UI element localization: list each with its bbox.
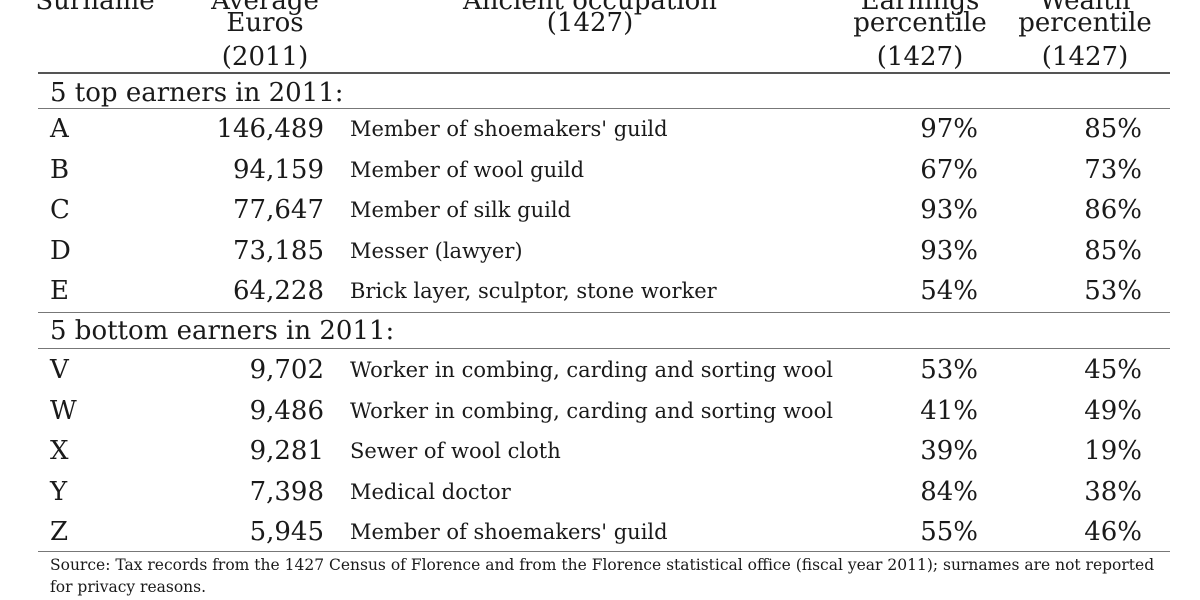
average-euros: 9,281 <box>249 436 324 466</box>
table-row: V 9,702 Worker in combing, carding and sor… <box>0 350 1200 390</box>
row-id: Z <box>50 517 69 547</box>
table-row: Z 5,945 Member of shoemakers' guild 55% 46% <box>0 512 1200 552</box>
header-wealth-line3: (1427) <box>1041 42 1129 72</box>
table-row: X 9,281 Sewer of wool cloth 39% 19% <box>0 431 1200 471</box>
section-title-bottom: 5 bottom earners in 2011: <box>50 316 395 346</box>
row-id: B <box>50 154 70 185</box>
row-id: W <box>50 395 77 426</box>
row-id: E <box>50 276 69 306</box>
header-earnings-line3: (1427) <box>876 42 964 72</box>
average-euros: 64,228 <box>233 276 324 306</box>
average-euros: 73,185 <box>233 235 324 266</box>
average-euros: 146,489 <box>216 114 324 144</box>
occupation: Worker in combing, carding and sorting w… <box>350 358 833 382</box>
section-rule-middle <box>38 312 1170 313</box>
earnings-percentile: 93% <box>920 235 978 266</box>
section-rule-top <box>38 108 1170 109</box>
row-id: V <box>50 355 69 385</box>
table-row: E 64,228 Brick layer, sculptor, stone work… <box>0 271 1200 311</box>
earnings-percentile: 54% <box>920 276 978 306</box>
table-row: B 94,159 Member of wool guild 67% 73% <box>0 150 1200 190</box>
header-rule <box>38 72 1170 74</box>
row-id: A <box>50 114 69 144</box>
table-row: A 146,489 Member of shoemakers' guild 97% 85… <box>0 109 1200 149</box>
average-euros: 9,486 <box>249 395 324 426</box>
wealth-percentile: 45% <box>1084 355 1142 385</box>
occupation: Member of shoemakers' guild <box>350 520 668 544</box>
earnings-percentile: 55% <box>920 517 978 547</box>
earnings-percentile: 67% <box>920 154 978 185</box>
table-bottom-rule <box>38 551 1170 552</box>
wealth-percentile: 19% <box>1084 436 1142 466</box>
wealth-percentile: 53% <box>1084 276 1142 306</box>
row-id: Y <box>50 476 68 507</box>
header-earnings-line2: percentile <box>853 8 987 38</box>
header-euros-line1: Average <box>211 0 319 16</box>
wealth-percentile: 38% <box>1084 476 1142 507</box>
header-wealth-line1: Wealth <box>1039 0 1131 16</box>
wealth-percentile: 46% <box>1084 517 1142 547</box>
row-id: X <box>50 436 69 466</box>
header-occupation-line1: Ancient occupation <box>462 0 718 16</box>
occupation: Medical doctor <box>350 479 511 504</box>
wealth-percentile: 73% <box>1084 154 1142 185</box>
average-euros: 94,159 <box>233 154 324 185</box>
header-euros-line2: Euros <box>226 8 304 38</box>
earnings-percentile: 84% <box>920 476 978 507</box>
table-row: C 77,647 Member of silk guild 93% 86% <box>0 190 1200 230</box>
earnings-percentile: 41% <box>920 395 978 426</box>
average-euros: 9,702 <box>249 355 324 385</box>
header-earnings-line1: Earnings <box>860 0 980 16</box>
wealth-percentile: 85% <box>1084 235 1142 266</box>
occupation: Messer (lawyer) <box>350 238 523 263</box>
occupation: Sewer of wool cloth <box>350 439 561 463</box>
earnings-percentile: 39% <box>920 436 978 466</box>
occupation: Member of silk guild <box>350 198 571 222</box>
section-title-top: 5 top earners in 2011: <box>50 78 344 108</box>
table-row: D 73,185 Messer (lawyer) 93% 85% <box>0 231 1200 271</box>
header-wealth-line2: percentile <box>1018 8 1152 38</box>
wealth-percentile: 86% <box>1084 195 1142 225</box>
earnings-percentile: 53% <box>920 355 978 385</box>
earnings-percentile: 93% <box>920 195 978 225</box>
row-id: C <box>50 195 70 225</box>
source-note: Source: Tax records from the 1427 Census… <box>50 556 1155 596</box>
average-euros: 5,945 <box>249 517 324 547</box>
header-euros-line3: (2011) <box>221 42 309 72</box>
occupation: Member of shoemakers' guild <box>350 117 668 141</box>
occupation: Worker in combing, carding and sorting w… <box>350 398 833 423</box>
average-euros: 77,647 <box>233 195 324 225</box>
header-surname: Surname <box>35 0 155 16</box>
wealth-percentile: 85% <box>1084 114 1142 144</box>
section-rule-bottom <box>38 348 1170 349</box>
average-euros: 7,398 <box>249 476 324 507</box>
occupation: Brick layer, sculptor, stone worker <box>350 279 717 303</box>
occupation: Member of wool guild <box>350 157 585 182</box>
earnings-percentile: 97% <box>920 114 978 144</box>
table-row: W 9,486 Worker in combing, carding and sor… <box>0 391 1200 431</box>
wealth-percentile: 49% <box>1084 395 1142 426</box>
header-occupation-line2: (1427) <box>546 8 634 38</box>
table-row: Y 7,398 Medical doctor 84% 38% <box>0 472 1200 512</box>
row-id: D <box>50 235 71 266</box>
